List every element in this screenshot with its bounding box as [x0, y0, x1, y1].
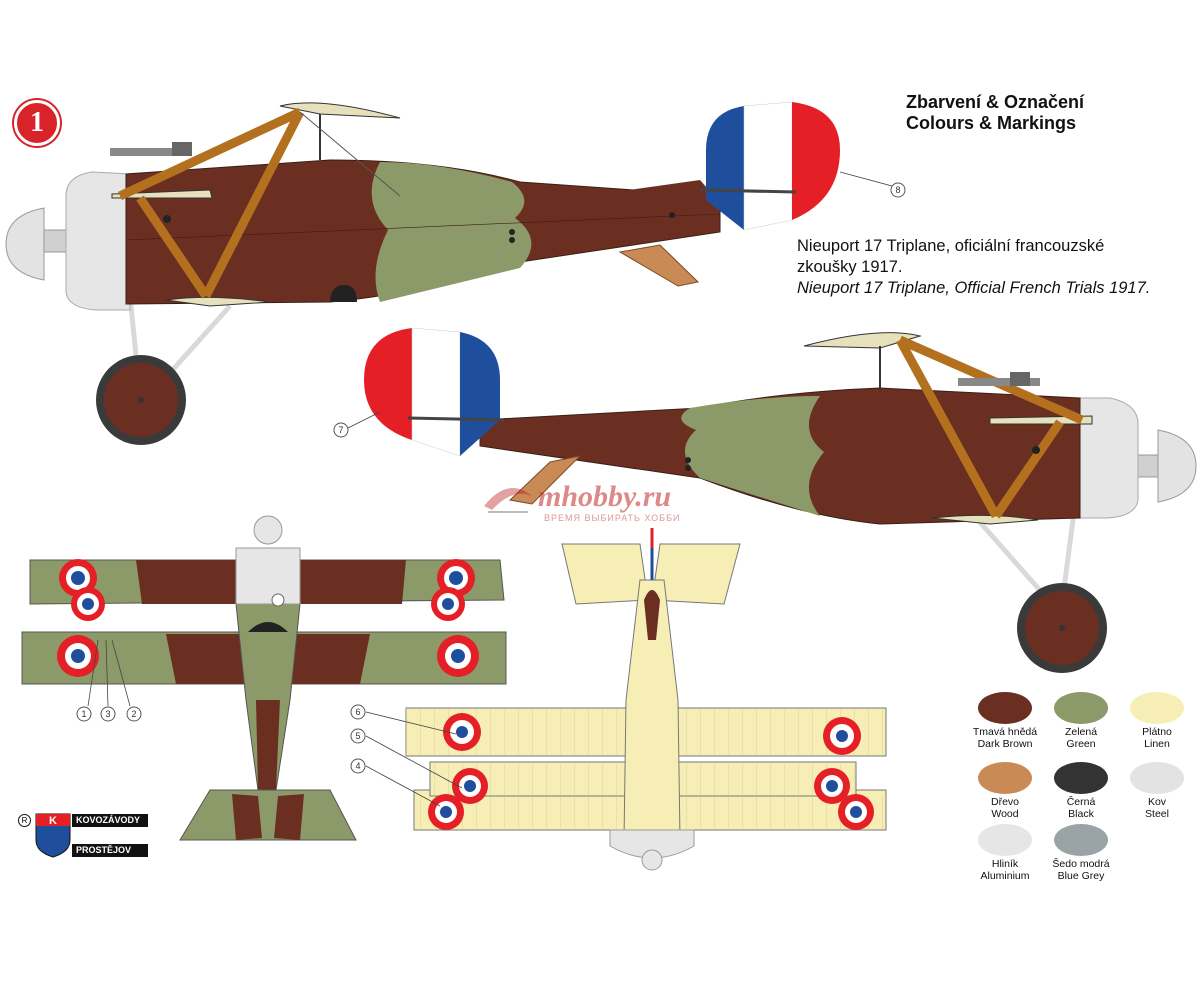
swatch-chip — [1054, 692, 1108, 724]
profile-number-badge: 1 — [14, 100, 60, 146]
legend-en: Dark Brown — [977, 738, 1033, 750]
landing-gear-left-profile — [96, 295, 232, 445]
engine-cowling — [65, 171, 131, 311]
watermark: mhobby.ru ВРЕМЯ ВЫБИРАТЬ ХОББИ — [478, 460, 738, 530]
callout-3: 3 — [105, 709, 110, 719]
callout-8: 8 — [895, 185, 900, 195]
green-camo-left-profile — [371, 162, 532, 302]
logo-letter: K — [49, 815, 57, 827]
callout-numbers: 8 7 1 3 2 6 5 4 — [81, 185, 900, 771]
swatch-chip — [978, 762, 1032, 794]
legend-wood: Dřevo Wood — [970, 762, 1040, 820]
legend-steel: Kov Steel — [1122, 762, 1192, 820]
legend-cz: Zelená — [1064, 726, 1098, 738]
legend-black: Černá Black — [1046, 762, 1116, 820]
heading: Zbarvení & Označení Colours & Markings — [906, 92, 1084, 134]
profile-right-view — [364, 327, 1197, 673]
legend-linen: Plátno Linen — [1122, 692, 1192, 750]
engine-cowling-right — [1075, 397, 1139, 519]
swatch-chip — [1054, 824, 1108, 856]
legend-cz: Plátno — [1142, 726, 1172, 738]
legend-en: Aluminium — [980, 870, 1030, 882]
subtitle-en: Nieuport 17 Triplane, Official French Tr… — [797, 279, 1151, 297]
legend-cz: Tmavá hnědá — [972, 726, 1038, 738]
legend-en: Green — [1066, 738, 1096, 750]
rudder-tricolor-right-profile — [364, 327, 505, 457]
heading-cz: Zbarvení & Označení — [906, 92, 1085, 112]
legend-en: Linen — [1144, 738, 1170, 750]
subtitle-cz-line2: zkoušky 1917. — [797, 258, 903, 276]
propeller-spinner — [5, 207, 45, 281]
aircraft-subtitle: Nieuport 17 Triplane, oficiální francouz… — [797, 236, 1150, 299]
swatch-chip — [1130, 762, 1184, 794]
wings-right-profile — [803, 332, 1093, 525]
watermark-name: mhobby.ru — [538, 480, 672, 513]
swatch-chip — [978, 824, 1032, 856]
callout-4: 4 — [355, 761, 360, 771]
green-camo-right-profile — [681, 396, 824, 516]
logo-text-top: KOVOZÁVODY — [72, 814, 148, 827]
logo-text-bottom: PROSTĚJOV — [72, 844, 148, 857]
top-view — [21, 515, 507, 841]
callout-markers — [76, 182, 906, 774]
callout-6: 6 — [355, 707, 360, 717]
watermark-logo-icon — [484, 488, 532, 513]
legend-cz: Šedo modrá — [1052, 858, 1110, 870]
legend-blue-grey: Šedo modrá Blue Grey — [1046, 824, 1116, 882]
callout-1: 1 — [81, 709, 86, 719]
legend-cz: Hliník — [991, 858, 1019, 870]
legend-en: Steel — [1145, 808, 1169, 820]
shield-icon: K — [35, 813, 71, 858]
wings-left-profile — [110, 102, 401, 307]
tail-fin-left-profile — [600, 180, 720, 200]
manufacturer-logo: R K KOVOZÁVODY PROSTĚJOV — [18, 812, 148, 860]
roundels-top-view — [57, 559, 479, 677]
swatch-chip — [978, 692, 1032, 724]
legend-en: Blue Grey — [1057, 870, 1105, 882]
callout-leaders — [87, 171, 893, 807]
watermark-slogan: ВРЕМЯ ВЫБИРАТЬ ХОББИ — [544, 513, 681, 523]
legend-dark-brown: Tmavá hnědá Dark Brown — [970, 692, 1040, 750]
heading-en: Colours & Markings — [906, 113, 1077, 133]
registered-mark: R — [18, 814, 31, 827]
legend-en: Wood — [991, 808, 1019, 820]
swatch-chip — [1054, 762, 1108, 794]
callout-2: 2 — [131, 709, 136, 719]
rudder-tricolor-left-profile — [699, 101, 840, 231]
subtitle-cz-line1: Nieuport 17 Triplane, oficiální francouz… — [797, 237, 1105, 255]
propeller-spinner-right — [1157, 429, 1197, 503]
callout-7: 7 — [338, 425, 343, 435]
profile-left-view — [5, 101, 840, 445]
swatch-chip — [1130, 692, 1184, 724]
landing-gear-right-profile — [976, 511, 1107, 673]
legend-green: Zelená Green — [1046, 692, 1116, 750]
roundels-underside — [428, 713, 874, 830]
legend-aluminium: Hliník Aluminium — [970, 824, 1040, 882]
underside-view — [405, 528, 887, 871]
legend-cz: Kov — [1147, 796, 1167, 808]
callout-5: 5 — [355, 731, 360, 741]
legend-cz: Černá — [1066, 796, 1096, 808]
legend-en: Black — [1068, 808, 1094, 820]
legend-cz: Dřevo — [990, 796, 1019, 808]
